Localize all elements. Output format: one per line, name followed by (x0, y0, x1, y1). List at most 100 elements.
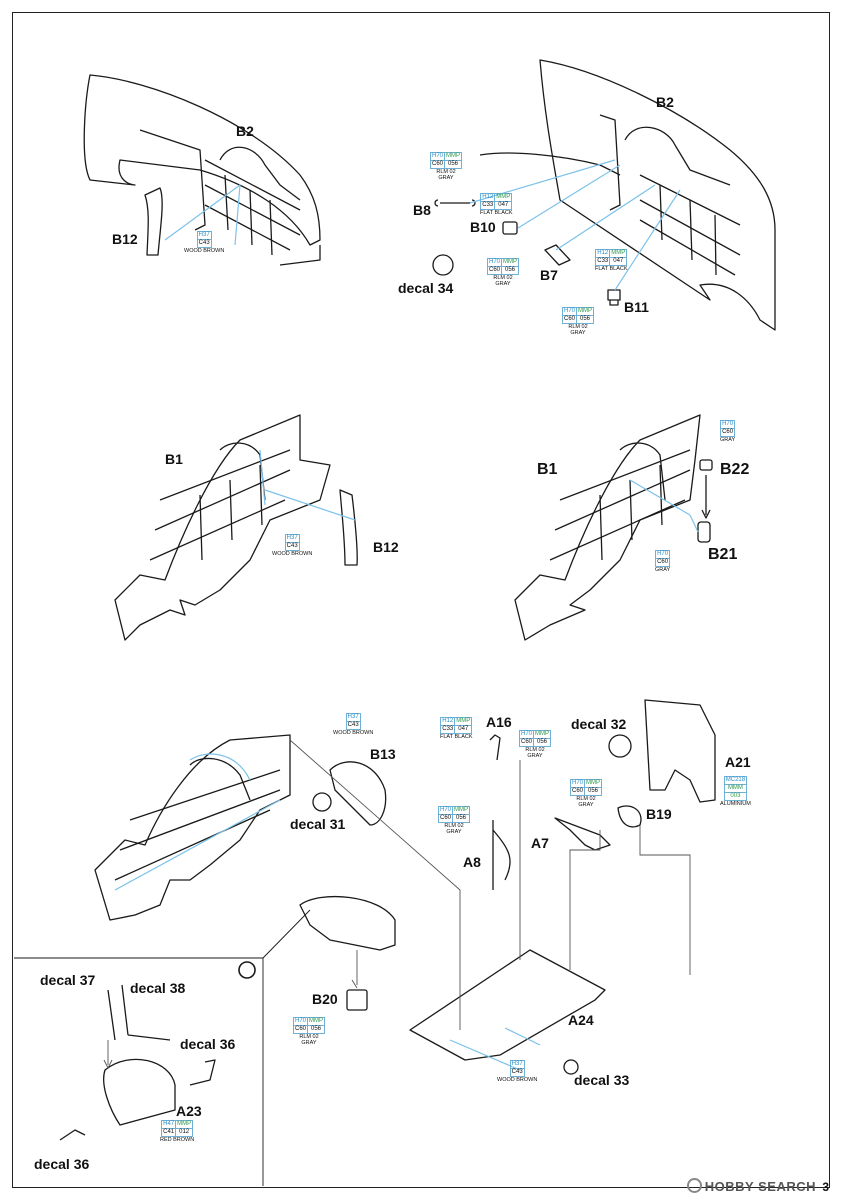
paint-hobby: H37 (345, 713, 361, 722)
label-a21: A21 (725, 754, 751, 770)
paint-mmp-num: 047 (454, 725, 473, 734)
part-a16 (489, 734, 501, 761)
paint-mmp: MMP (454, 717, 473, 726)
decal-31-disc (312, 792, 332, 812)
part-a21 (644, 699, 716, 803)
paint-mmp: MMP (576, 307, 595, 316)
paint-hobby: H37 (284, 534, 300, 543)
label-b13: B13 (370, 746, 396, 762)
page-number: 3 (822, 1180, 829, 1194)
part-b7 (544, 244, 571, 266)
decal-33-disc (563, 1059, 579, 1075)
paint-hobby: H70 (518, 730, 535, 739)
paint-mmp: MMP (533, 730, 552, 739)
part-b8 (434, 199, 476, 207)
label-b22: B22 (720, 461, 750, 478)
paint-mmp-num: 056 (584, 787, 603, 796)
part-b22 (699, 459, 713, 471)
label-b10: B10 (470, 219, 496, 235)
paint-mmp: MMP (444, 152, 463, 161)
paint-mmp: MMP (175, 1120, 194, 1129)
paint-mmp-num: 047 (609, 257, 628, 266)
paint-hobby: H12 (480, 193, 496, 202)
label-b2-step2: B2 (656, 94, 674, 110)
paint-mmp: MMP (452, 806, 471, 815)
paint-hobby: H37 (509, 1060, 525, 1069)
paint-name2: GRAY (578, 802, 594, 808)
paint-hobby: H70 (561, 307, 578, 316)
part-b20 (346, 989, 368, 1011)
label-decal37: decal 37 (40, 972, 96, 988)
paint-hobby: H12 (595, 249, 611, 258)
paint-mmp-num: 056 (444, 160, 463, 169)
label-decal32: decal 32 (571, 716, 627, 732)
paint-name: GRAY (655, 567, 671, 573)
paint-code: MMM (723, 784, 748, 793)
paint-hobby: H70 (429, 152, 446, 161)
part-b12-s1 (144, 187, 163, 256)
paint-code: C43 (196, 239, 212, 248)
paint-name2: GRAY (527, 753, 543, 759)
label-b1-step4: B1 (537, 461, 558, 478)
paint-hobby: H70 (292, 1017, 309, 1026)
arrow-b22-b21 (701, 475, 711, 519)
paint-name: RLM 02 (568, 324, 588, 330)
paint-hobby: H37 (196, 231, 212, 240)
paint-code: C60 (518, 738, 535, 747)
part-b19 (617, 805, 642, 828)
fuselage-half-b2-left (83, 74, 321, 266)
label-decal31: decal 31 (290, 816, 346, 832)
paint-mmp: MMP (494, 193, 513, 202)
paint-mmp-num: 056 (501, 266, 520, 275)
label-a16: A16 (486, 714, 512, 730)
label-decal36-a: decal 36 (180, 1036, 236, 1052)
paint-name2: GRAY (301, 1040, 317, 1046)
paint-name: RLM 02 (576, 796, 596, 802)
paint-mmp-num: 056 (576, 315, 595, 324)
label-b12-step1: B12 (112, 231, 138, 247)
part-belt-left (59, 1129, 86, 1141)
paint-name: WOOD BROWN (184, 248, 225, 254)
watermark-logo-icon (686, 1178, 702, 1193)
paint-mmp-num: 047 (494, 201, 513, 210)
label-b2-step1: B2 (236, 123, 254, 139)
paint-mmp-num: 056 (533, 738, 552, 747)
paint-code: C60 (655, 558, 671, 567)
part-b21 (697, 521, 711, 543)
label-b19: B19 (646, 806, 672, 822)
paint-name: WOOD BROWN (333, 730, 374, 736)
paint-name: RLM 02 (493, 275, 513, 281)
paint-hobby: H70 (655, 550, 671, 559)
paint-hobby: H12 (440, 717, 456, 726)
paint-name: RLM 02 (436, 169, 456, 175)
paint-code: C33 (440, 725, 456, 734)
paint-code: C43 (345, 721, 361, 730)
paint-name: FLAT BLACK (440, 734, 473, 740)
part-b13 (329, 761, 387, 826)
label-a8: A8 (463, 854, 481, 870)
label-b20: B20 (312, 991, 338, 1007)
watermark-text: HOBBY SEARCH (704, 1179, 816, 1194)
part-belt-right (189, 1059, 216, 1086)
paint-code: C60 (437, 814, 454, 823)
label-a23: A23 (176, 1103, 202, 1119)
label-a7: A7 (531, 835, 549, 851)
label-decal38: decal 38 (130, 980, 186, 996)
paint-name: WOOD BROWN (497, 1077, 538, 1083)
paint-mmp-num: 012 (175, 1128, 194, 1137)
paint-name: FLAT BLACK (595, 266, 628, 272)
fuselage-half-b1-right (514, 414, 701, 641)
label-b8: B8 (413, 202, 431, 218)
fuselage-half-b1-left (114, 414, 331, 641)
fuselage-cockpit (94, 734, 291, 921)
